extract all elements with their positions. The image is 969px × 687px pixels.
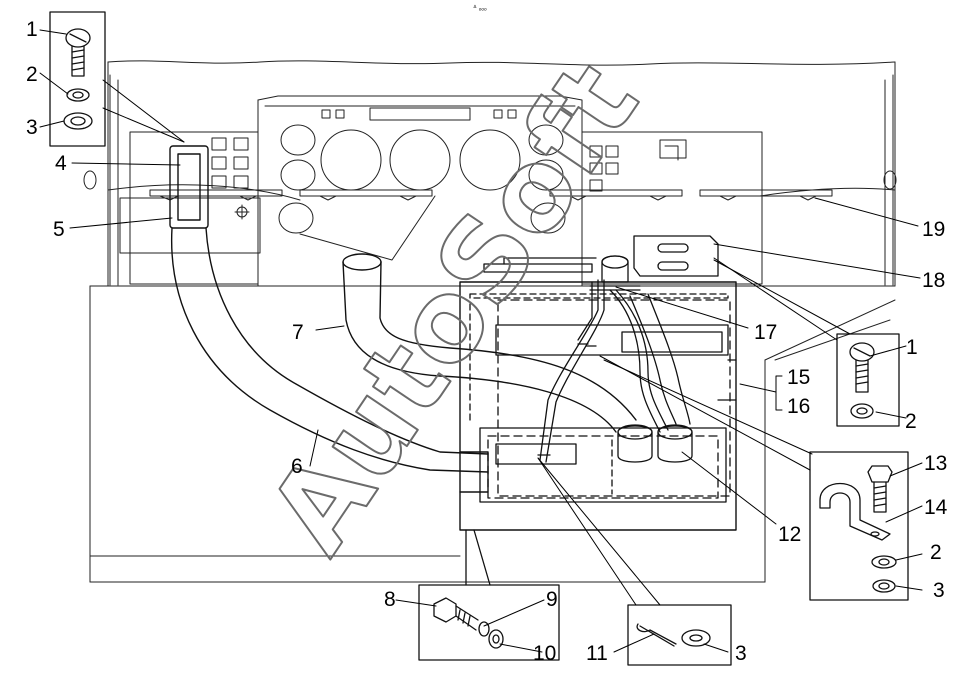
callout-14: 14 bbox=[924, 496, 948, 519]
watermark: AutoSoft bbox=[244, 40, 665, 576]
center-air-duct bbox=[342, 253, 637, 433]
callout-4: 4 bbox=[55, 152, 67, 175]
leader-lines bbox=[39, 29, 923, 653]
callout-2-top-left: 2 bbox=[26, 63, 38, 86]
callout-1-top-left: 1 bbox=[26, 18, 38, 41]
callout-16: 16 bbox=[787, 395, 810, 418]
inset-right-screw bbox=[836, 333, 900, 427]
inset-clamp bbox=[809, 451, 909, 601]
callout-5: 5 bbox=[53, 218, 65, 241]
inset-top-left bbox=[49, 11, 106, 147]
inset-bolt bbox=[418, 584, 560, 661]
callout-17: 17 bbox=[754, 321, 777, 344]
callout-12: 12 bbox=[778, 523, 801, 546]
control-cables bbox=[483, 257, 669, 463]
watermark-text: AutoSoft bbox=[245, 41, 664, 575]
dashboard-panel bbox=[83, 60, 897, 583]
callout-10: 10 bbox=[533, 642, 556, 665]
control-bracket bbox=[601, 235, 719, 283]
callout-11: 11 bbox=[586, 642, 608, 665]
callout-1-right: 1 bbox=[906, 336, 918, 359]
callout-7: 7 bbox=[292, 321, 304, 344]
left-air-duct bbox=[169, 145, 489, 493]
callout-8: 8 bbox=[384, 588, 396, 611]
inset-cotter-pin bbox=[627, 604, 732, 666]
callout-2-clamp: 2 bbox=[930, 541, 942, 564]
callout-19: 19 bbox=[922, 218, 945, 241]
callout-6: 6 bbox=[291, 455, 303, 478]
callout-2-right: 2 bbox=[905, 410, 917, 433]
callout-3-bottom: 3 bbox=[735, 642, 747, 665]
outlet-pipes bbox=[617, 293, 693, 463]
callout-3-clamp: 3 bbox=[933, 579, 945, 602]
callout-3-top-left: 3 bbox=[26, 116, 38, 139]
callout-18: 18 bbox=[922, 269, 945, 292]
callout-15: 15 bbox=[787, 366, 810, 389]
top-mark: ᐞ ₒₒₒ bbox=[473, 4, 487, 12]
callout-13: 13 bbox=[924, 452, 947, 475]
callout-9: 9 bbox=[546, 588, 558, 611]
